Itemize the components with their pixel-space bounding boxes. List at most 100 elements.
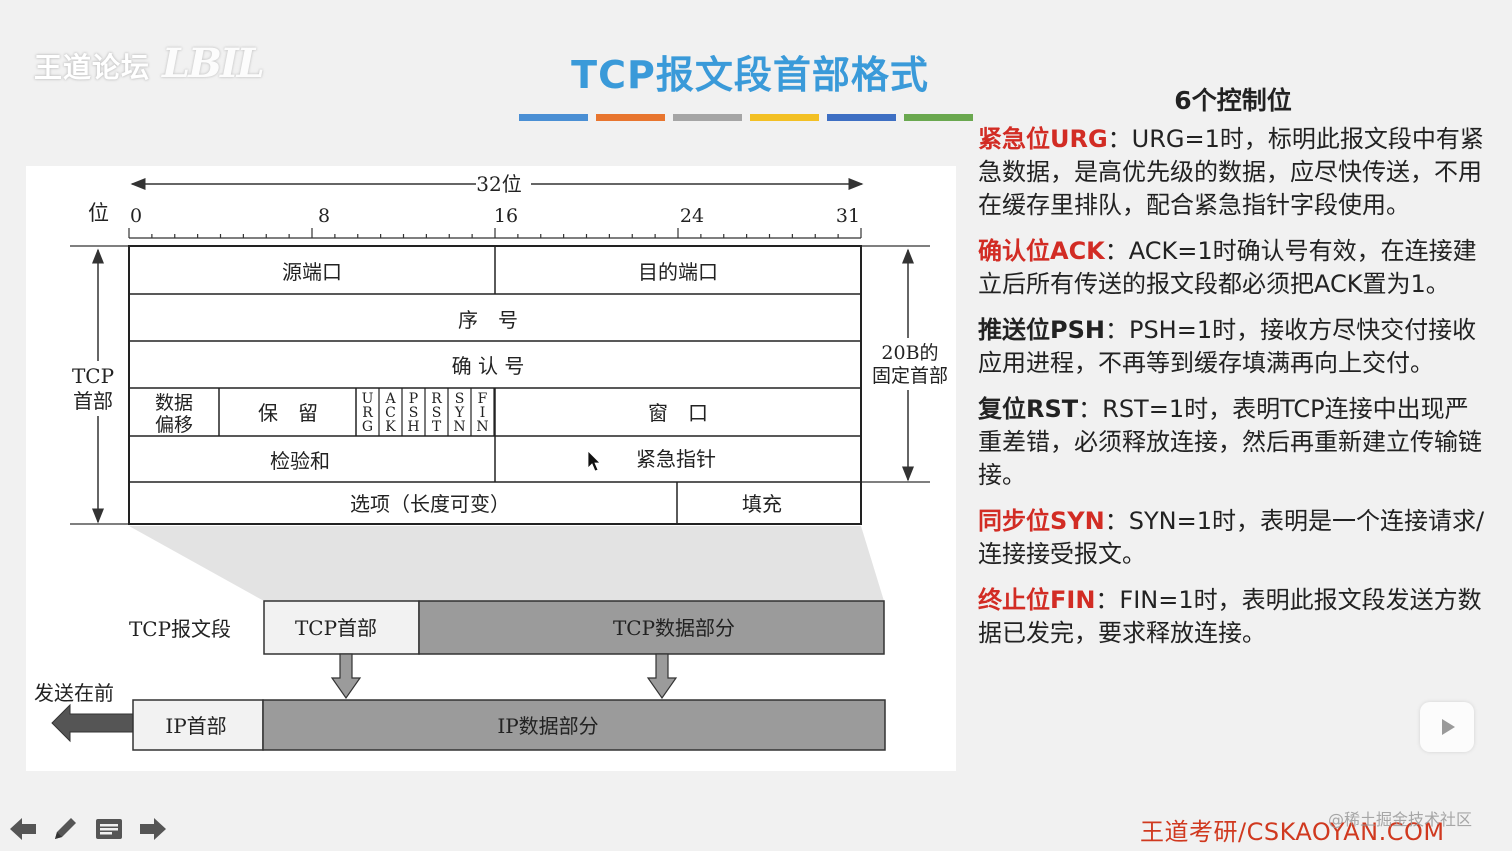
control-bit-desc: URG=1时，标明此报文段中有紧急数据，是高优先级的数据，应尽快传送，不用在缓存… [978,125,1484,219]
arrow-left-icon [10,818,36,840]
bit-ruler [128,228,862,239]
tcp-header-label-1: TCP [72,364,114,388]
down-arrow-left-icon [330,653,362,700]
flag-letter: I [480,405,486,421]
control-bit-item: 紧急位URG：URG=1时，标明此报文段中有紧急数据，是高优先级的数据，应尽快传… [978,123,1488,222]
footer-brand: 王道考研/CSKAOYAN.COM [1140,818,1445,846]
control-bit-item: 推送位PSH：PSH=1时，接收方尽快交付接收应用进程，不再等到缓存填满再向上交… [978,314,1488,380]
control-bit-desc: SYN=1时，表明是一个连接请求/连接接受报文。 [978,507,1485,568]
fixed-label-2: 固定首部 [872,365,948,387]
menu-icon [96,819,122,839]
control-bit-sep: ： [1107,125,1132,153]
tcp-segment-label: TCP报文段 [129,617,231,641]
color-stripe [519,114,588,121]
control-bit-sep: ： [1095,586,1120,614]
control-bit-sep: ： [1104,316,1129,344]
watermark-label: 王道论坛 [34,51,151,84]
control-bit-item: 确认位ACK：ACK=1时确认号有效，在连接建立后所有传送的报文段都必须把ACK… [978,235,1488,301]
down-arrow-right-icon [646,653,678,700]
flag-letter: A [384,391,396,407]
tcp-header-label-bg [70,361,120,416]
flag-letter: R [431,391,442,407]
control-bit-item: 复位RST：RST=1时，表明TCP连接中出现严重差错，必须释放连接，然后再重新… [978,393,1488,492]
field-checksum: 检验和 [270,449,330,473]
flag-letter: S [432,405,442,421]
tick-0: 0 [130,205,142,227]
control-bit-desc: PSH=1时，接收方尽快交付接收应用进程，不再等到缓存填满再向上交付。 [978,316,1477,377]
tcp-header-label-2: 首部 [73,389,113,413]
site-watermark: 王道论坛 LBIL [34,40,265,87]
control-bit-item: 终止位FIN：FIN=1时，表明此报文段发送方数据已发完，要求释放连接。 [978,584,1488,650]
pen-tool-button[interactable] [48,812,82,846]
field-seq: 序 号 [458,308,518,332]
pen-icon [55,818,76,839]
control-bit-key: 终止位FIN [978,586,1096,614]
control-bit-key: 确认位ACK [978,237,1105,265]
field-window: 窗 口 [648,401,708,425]
panel-heading: 6个控制位 [1174,86,1292,115]
tick-8: 8 [318,205,330,227]
tcp-header-box [263,600,420,655]
play-button[interactable] [1420,702,1474,752]
control-bit-key: 复位RST [978,395,1079,423]
field-padding: 填充 [742,492,782,516]
field-offset-2: 偏移 [155,414,193,436]
tcp-header-box-label: TCP首部 [295,616,377,640]
play-icon [1442,719,1455,735]
tcp-data-box-label: TCP数据部分 [613,616,735,640]
slide-menu-button[interactable] [92,812,126,846]
control-bit-item: 同步位SYN：SYN=1时，表明是一个连接请求/连接接受报文。 [978,505,1488,571]
prev-slide-button[interactable] [6,812,40,846]
control-bit-desc: ACK=1时确认号有效，在连接建立后所有传送的报文段都必须把ACK置为1。 [978,237,1477,298]
juejin-watermark: @稀土掘金技术社区 [1328,810,1473,829]
mouse-cursor-icon [587,450,601,472]
control-bit-desc: FIN=1时，表明此报文段发送方数据已发完，要求释放连接。 [978,586,1482,647]
funnel-shade [129,526,884,601]
control-bit-key: 紧急位URG [978,125,1108,153]
field-reserved: 保 留 [258,401,318,425]
control-bit-key: 同步位SYN [978,507,1105,535]
color-stripe [596,114,665,121]
control-bit-sep: ： [1104,507,1129,535]
flag-letter: N [453,419,465,435]
flag-letter: C [385,405,396,421]
control-bits-panel: 6个控制位 紧急位URG：URG=1时，标明此报文段中有紧急数据，是高优先级的数… [978,84,1488,663]
ip-header-box [132,699,264,751]
flag-letter: S [409,405,419,421]
send-first-label: 发送在前 [34,681,114,705]
ip-data-box-label: IP数据部分 [497,714,598,738]
field-src-port: 源端口 [282,260,342,284]
flag-letter: S [455,391,465,407]
control-bit-desc: RST=1时，表明TCP连接中出现严重差错，必须释放连接，然后再重新建立传输链接… [978,395,1482,489]
flag-letter: G [362,419,373,435]
arrow-right-icon [140,818,166,840]
flag-letter: K [385,419,396,435]
ip-data-box [262,699,886,751]
next-slide-button[interactable] [136,812,170,846]
watermark-scribble: LBIL [162,40,265,87]
field-urgent-pointer: 紧急指针 [636,447,716,471]
bits-label: 32位 [476,172,521,196]
tcp-header-figure: 32位 位 0 8 16 24 31 TCP 首部 20B的 固定首部 [26,166,956,771]
ip-header-box-label: IP首部 [165,714,226,738]
flag-letter: N [476,419,488,435]
color-stripe [827,114,896,121]
wei-label: 位 [88,201,109,225]
control-bit-key: 推送位PSH [978,316,1105,344]
color-stripe [750,114,819,121]
control-bit-sep: ： [1078,395,1103,423]
field-offset-1: 数据 [155,392,193,414]
flag-letter: U [362,391,374,407]
flag-letter: T [432,419,442,435]
flag-letter: F [478,391,488,407]
tick-31: 31 [836,205,860,227]
color-stripe [904,114,973,121]
tcp-data-box [418,600,885,655]
flag-letter: P [409,391,418,407]
slide-title: TCP报文段首部格式 [571,53,929,97]
control-bit-sep: ： [1104,237,1129,265]
tick-24: 24 [680,205,704,227]
send-direction-arrow-icon [51,703,134,743]
flag-letter: H [407,419,419,435]
